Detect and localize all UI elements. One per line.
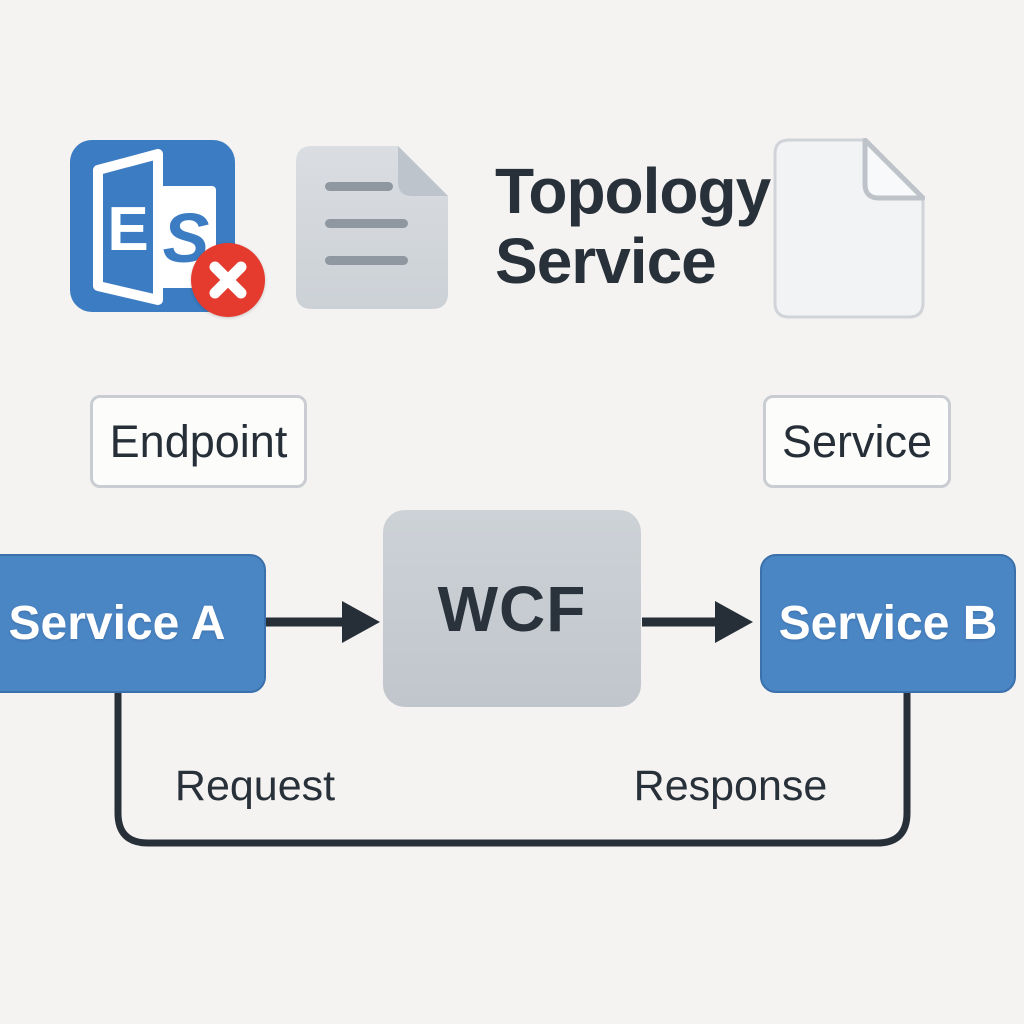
arrow-right-icon [642,601,753,643]
request-label: Request [174,762,336,810]
document-text-line [325,256,408,265]
page-title: Topology Service [495,156,915,296]
service-a-label: Service A [8,597,226,650]
document-text-line [325,219,408,228]
response-label: Response [633,762,828,810]
exchange-letter-e: E [107,195,148,264]
service-label: Service [781,415,933,467]
node-service-a: Service A [0,554,266,693]
endpoint-label-box: Endpoint [90,395,307,488]
x-mark-icon [209,261,247,299]
service-label-box: Service [763,395,951,488]
endpoint-label: Endpoint [109,415,288,467]
blank-page-icon [773,137,926,319]
service-b-label: Service B [778,597,998,650]
document-text-line [325,182,393,191]
wcf-label: WCF [437,572,587,645]
node-service-b: Service B [760,554,1016,693]
error-x-badge-icon [191,243,265,317]
title-line-1: Topology [495,155,771,227]
arrow-right-icon [265,601,380,643]
exchange-server-icon: S E [70,140,265,317]
document-icon [296,146,448,309]
title-line-2: Service [495,225,717,297]
node-wcf: WCF [383,510,641,707]
